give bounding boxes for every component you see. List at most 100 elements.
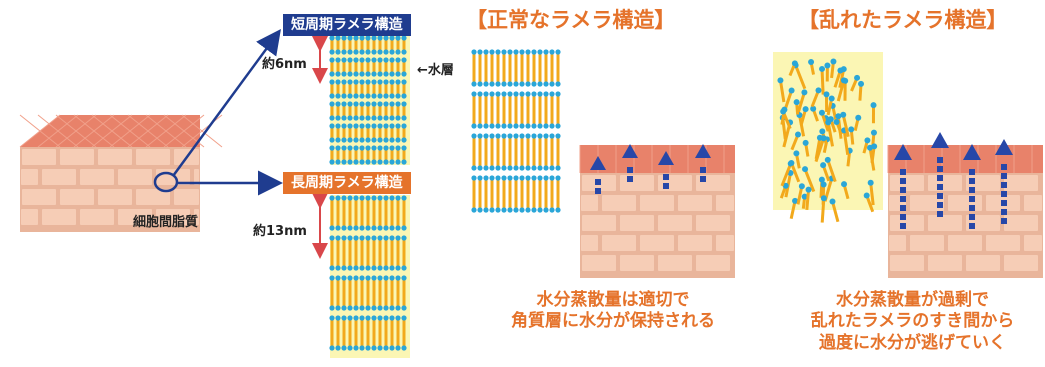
lipid-head	[401, 123, 406, 128]
brick	[22, 189, 56, 205]
lipid-head	[555, 207, 560, 212]
brick	[582, 215, 616, 231]
long-period-label: 長周期ラメラ構造	[283, 172, 411, 194]
arrow-dash	[1001, 191, 1007, 197]
arrow-dash	[900, 214, 906, 220]
brick	[928, 175, 962, 191]
lipid-head	[341, 305, 346, 310]
lipid-head	[537, 123, 542, 128]
lipid-head	[329, 235, 334, 240]
lipid-head	[347, 123, 352, 128]
lipid-head	[801, 89, 807, 95]
lipid-head	[507, 133, 512, 138]
lipid-head	[347, 195, 352, 200]
lipid-head	[864, 137, 870, 143]
lipid-head	[365, 123, 370, 128]
lipid-head	[395, 137, 400, 142]
brick	[42, 169, 76, 185]
lipid-head	[495, 133, 500, 138]
brick	[948, 235, 982, 251]
lipid-head	[371, 195, 376, 200]
lipid-head	[471, 165, 476, 170]
arrow-dash	[900, 205, 906, 211]
lipid-head	[389, 137, 394, 142]
brick	[678, 235, 712, 251]
brick	[678, 195, 712, 211]
lipid-head	[489, 123, 494, 128]
lipid-head	[371, 35, 376, 40]
normal-caption: 水分蒸散量は適切で 角質層に水分が保持される	[463, 290, 763, 333]
lipid-head	[377, 225, 382, 230]
lipid-head	[531, 49, 536, 54]
arrow-dash	[900, 187, 906, 193]
lipid-head	[495, 175, 500, 180]
lipid-head	[519, 81, 524, 86]
lipid-head	[501, 175, 506, 180]
lipid-head	[789, 87, 795, 93]
water-layer-label: ←水層	[417, 64, 454, 77]
lipid-head	[507, 123, 512, 128]
lipid-head	[489, 165, 494, 170]
lipid-head	[365, 315, 370, 320]
lipid-head	[395, 275, 400, 280]
lipid-head	[365, 137, 370, 142]
lipid-head	[803, 140, 809, 146]
lipid-head	[501, 133, 506, 138]
lipid-head	[341, 71, 346, 76]
lipid-head	[353, 265, 358, 270]
lipid-head	[395, 145, 400, 150]
lipid-head	[365, 159, 370, 164]
brick	[80, 209, 114, 225]
lipid-head	[830, 199, 836, 205]
lipid-head	[519, 49, 524, 54]
lipid-head	[401, 57, 406, 62]
arrow-dash	[595, 179, 601, 185]
arrow-dash	[937, 193, 943, 199]
lipid-head	[395, 315, 400, 320]
lipid-head	[519, 207, 524, 212]
lipid-head	[401, 265, 406, 270]
lipid-head	[395, 35, 400, 40]
lipid-head	[353, 115, 358, 120]
lipid-head	[854, 75, 860, 81]
lamellar-stack-normal	[471, 49, 560, 212]
arrow-dash	[969, 196, 975, 202]
lipid-head	[365, 115, 370, 120]
lipid-head	[365, 225, 370, 230]
lipid-head	[365, 71, 370, 76]
lipid-head	[777, 77, 783, 83]
lipid-head	[513, 123, 518, 128]
lipid-head	[513, 175, 518, 180]
lipid-head	[347, 35, 352, 40]
brick	[696, 255, 730, 271]
lipid-head	[525, 123, 530, 128]
lipid-head	[858, 81, 864, 87]
lipid-head	[335, 315, 340, 320]
lipid-head	[803, 106, 809, 112]
lipid-head	[341, 159, 346, 164]
lipid-head	[513, 133, 518, 138]
lipid-head	[383, 145, 388, 150]
lipid-head	[353, 35, 358, 40]
lipid-head	[537, 49, 542, 54]
lipid-head	[395, 265, 400, 270]
lipid-head	[377, 265, 382, 270]
lipid-head	[365, 265, 370, 270]
lipid-head	[341, 275, 346, 280]
lipid-head	[477, 81, 482, 86]
lipid-head	[395, 57, 400, 62]
lipid-head	[802, 166, 808, 172]
lipid-head	[371, 115, 376, 120]
lipid-head	[353, 93, 358, 98]
lipid-head	[377, 93, 382, 98]
lipid-head	[353, 235, 358, 240]
lipid-head	[335, 225, 340, 230]
lipid-head	[401, 195, 406, 200]
lipid-head	[513, 49, 518, 54]
lipid-head	[549, 123, 554, 128]
lipid-head	[555, 175, 560, 180]
skin-block-disordered	[888, 145, 1043, 278]
lipid-head	[389, 35, 394, 40]
lipid-head	[335, 345, 340, 350]
lipid-head	[819, 128, 825, 134]
